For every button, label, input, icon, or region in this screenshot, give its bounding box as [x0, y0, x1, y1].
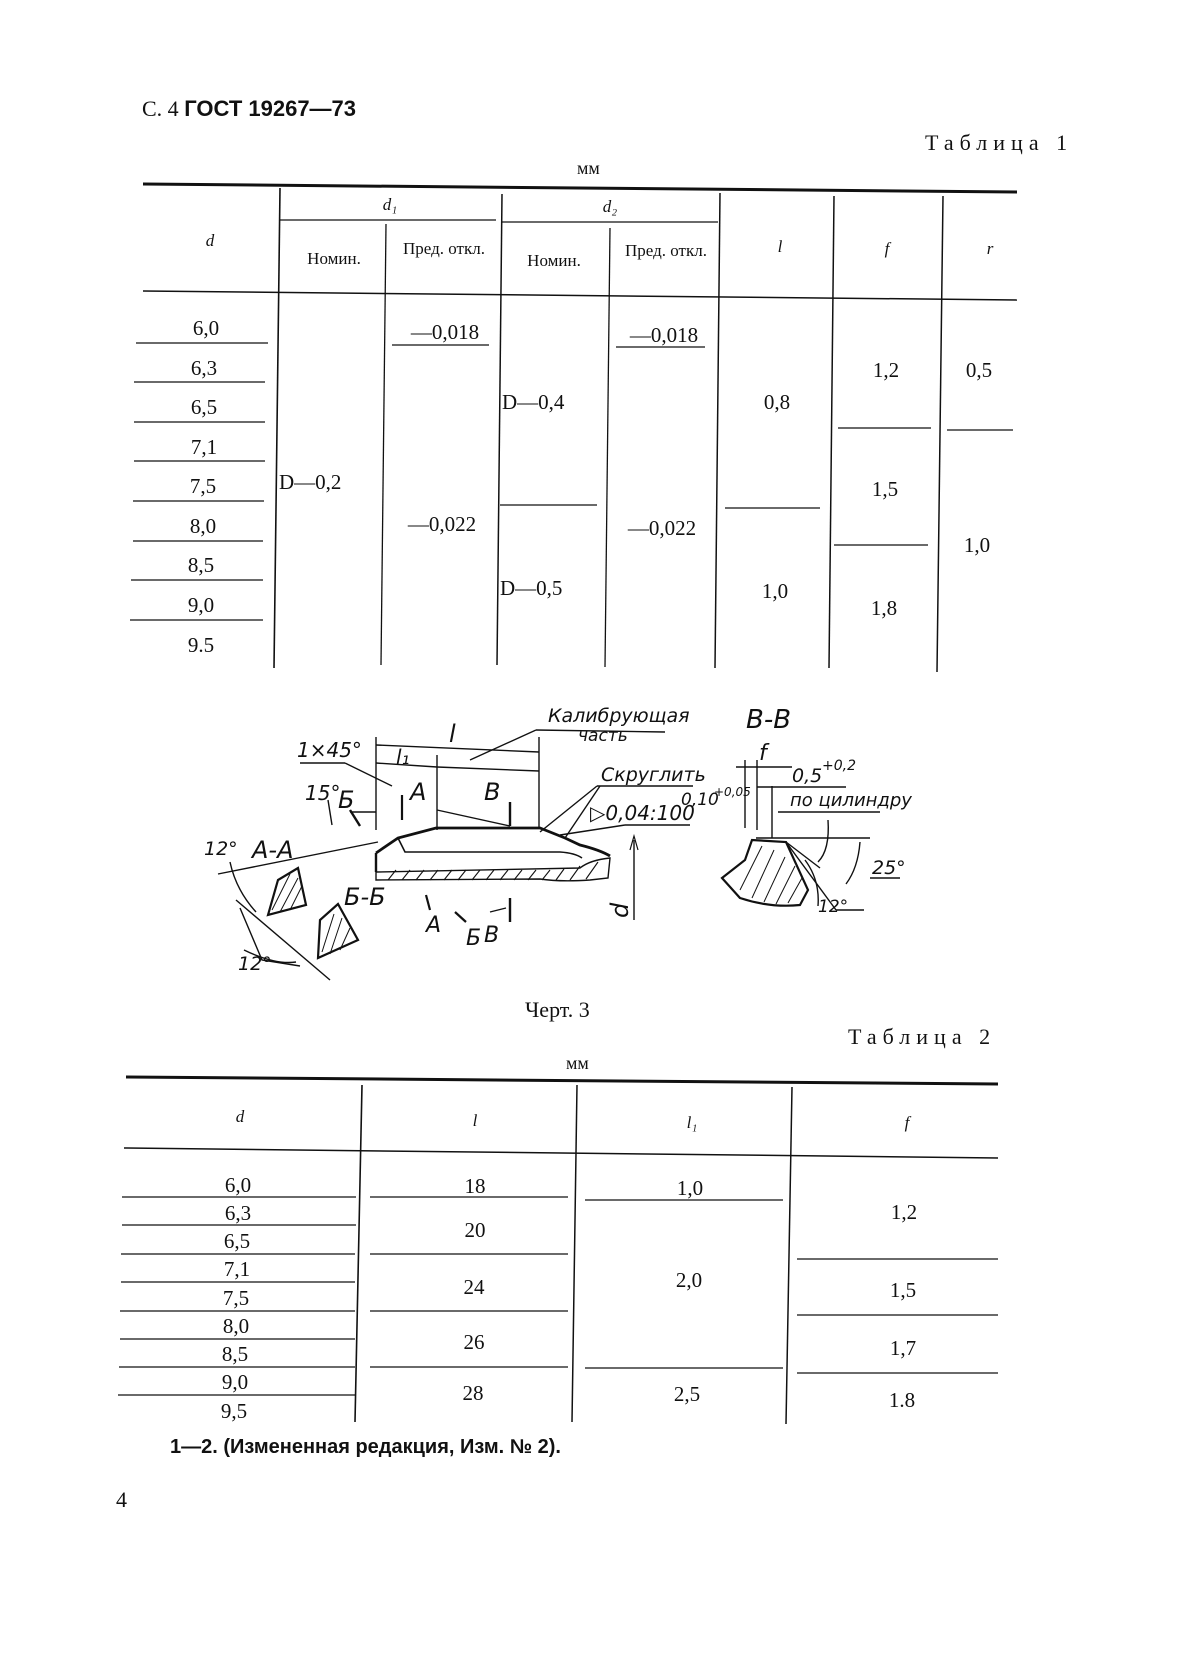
- t1-header-f: f: [884, 239, 890, 258]
- t1-d-cell: 8,0: [189, 514, 217, 538]
- label-section-v-lower: В: [484, 923, 499, 948]
- t1-d2-dev: —0,022: [627, 516, 697, 540]
- t1-d2-nom: D—0,5: [500, 576, 563, 600]
- label-angle-15: 15°: [305, 781, 340, 805]
- t1-d-cell: 9.5: [187, 633, 215, 657]
- amendment-note: 1—2. (Измененная редакция, Изм. № 2).: [170, 1436, 561, 1458]
- t2-d-cell: 7,1: [223, 1257, 251, 1281]
- label-f: f: [759, 741, 770, 766]
- table1-caption: Таблица 1: [925, 130, 1074, 155]
- t1-header-d2-nom: Номин.: [527, 251, 581, 270]
- t1-d-cell: 6,3: [190, 356, 218, 380]
- figure-caption: Черт. 3: [525, 997, 590, 1022]
- t1-r-cell: 1,0: [963, 533, 991, 557]
- t1-f-cell: 1,5: [871, 477, 899, 501]
- t2-d-cell: 6,3: [224, 1201, 252, 1225]
- t2-f-cell: 1,2: [890, 1200, 918, 1224]
- t1-d2-dev: —0,018: [629, 323, 699, 347]
- t1-header-d2: d₂: [602, 197, 618, 216]
- t1-header-d2-dev: Пред. откл.: [625, 241, 707, 260]
- t1-d1-dev: —0,022: [407, 512, 477, 536]
- label-taper: ▷0,04:100: [590, 801, 695, 825]
- standard-number: ГОСТ 19267—73: [184, 96, 357, 121]
- table2-caption: Таблица 2: [848, 1024, 997, 1049]
- t2-f-cell: 1,5: [889, 1278, 917, 1302]
- label-angle-12-b: 12°: [238, 953, 272, 975]
- label-l1: l₁: [396, 745, 410, 769]
- t2-l1-cell: 2,0: [675, 1268, 703, 1292]
- table2-unit: мм: [566, 1053, 589, 1073]
- t2-d-cell: 8,5: [221, 1342, 249, 1366]
- label-section-b-lower: Б: [466, 926, 481, 951]
- t2-f-cell: 1.8: [888, 1388, 916, 1412]
- label-tol-010-sup: +0,05: [714, 785, 751, 799]
- t1-header-d1-dev: Пред. откл.: [403, 239, 485, 258]
- label-angle-12-a: 12°: [204, 838, 238, 860]
- t1-f-cell: 1,2: [872, 358, 900, 382]
- label-round: Скруглить: [601, 764, 706, 786]
- t2-f-cell: 1,7: [889, 1336, 917, 1360]
- label-section-a: A: [408, 778, 426, 806]
- t1-d2-nom: D—0,4: [502, 390, 565, 414]
- t1-d1-nom: D—0,2: [279, 470, 342, 494]
- label-section-b: Б: [338, 786, 354, 814]
- t2-l1-cell: 2,5: [673, 1382, 701, 1406]
- t2-header-f: f: [904, 1113, 910, 1132]
- t2-d-cell: 9,5: [220, 1399, 248, 1423]
- label-aa: A-A: [250, 836, 294, 864]
- t2-l-cell: 26: [463, 1330, 485, 1354]
- label-chamfer: 1×45°: [297, 738, 362, 762]
- t1-l-cell: 1,0: [761, 579, 789, 603]
- label-l: l: [449, 720, 456, 748]
- t1-d-cell: 9,0: [187, 593, 215, 617]
- table1-unit: мм: [577, 158, 600, 178]
- t1-l-cell: 0,8: [763, 390, 791, 414]
- t1-f-cell: 1,8: [870, 596, 898, 620]
- t1-header-d: d: [205, 231, 215, 250]
- t1-d-cell: 6,5: [190, 395, 218, 419]
- t2-d-cell: 6,5: [223, 1229, 251, 1253]
- t2-header-l: l: [472, 1111, 478, 1130]
- t1-header-d1-nom: Номин.: [307, 249, 361, 268]
- label-tol-05: 0,5: [792, 765, 822, 787]
- label-calibrating: Калибрующая: [548, 705, 690, 727]
- t2-header-d: d: [235, 1107, 245, 1126]
- label-vv: В-В: [746, 705, 791, 735]
- label-bb: Б-Б: [344, 883, 386, 911]
- t2-l-cell: 28: [462, 1381, 484, 1405]
- t2-d-cell: 9,0: [221, 1370, 249, 1394]
- t2-l1-cell: 1,0: [676, 1176, 704, 1200]
- t1-d-cell: 7,1: [190, 435, 218, 459]
- t2-d-cell: 7,5: [222, 1286, 250, 1310]
- label-tol-05-sup: +0,2: [822, 758, 856, 774]
- t2-l-cell: 24: [463, 1275, 485, 1299]
- label-d: d: [606, 902, 634, 918]
- label-cylinder: по цилиндру: [790, 790, 912, 811]
- t1-d-cell: 6,0: [192, 316, 220, 340]
- label-angle-12-c: 12°: [818, 897, 848, 917]
- t2-l-cell: 20: [464, 1218, 486, 1242]
- t1-header-d1: d₁: [382, 195, 398, 214]
- t1-header-r: r: [986, 239, 994, 258]
- t1-r-cell: 0,5: [965, 358, 993, 382]
- t2-d-cell: 8,0: [222, 1314, 250, 1338]
- label-tol-010: 0,10: [681, 790, 719, 810]
- label-section-a-lower: A: [424, 913, 441, 938]
- t2-l-cell: 18: [464, 1174, 486, 1198]
- label-angle-25: 25°: [872, 857, 906, 879]
- t1-d-cell: 7,5: [189, 474, 217, 498]
- page-number: 4: [116, 1487, 127, 1512]
- page-prefix: С. 4: [142, 96, 179, 121]
- t1-header-l: l: [777, 237, 783, 256]
- t2-header-l1: l₁: [686, 1113, 698, 1132]
- t1-d1-dev: —0,018: [410, 320, 480, 344]
- t1-d-cell: 8,5: [187, 553, 215, 577]
- label-section-v: В: [484, 778, 500, 806]
- label-calibrating-part: часть: [578, 726, 628, 746]
- page-header: С. 4 ГОСТ 19267—73: [142, 96, 356, 122]
- t2-d-cell: 6,0: [224, 1173, 252, 1197]
